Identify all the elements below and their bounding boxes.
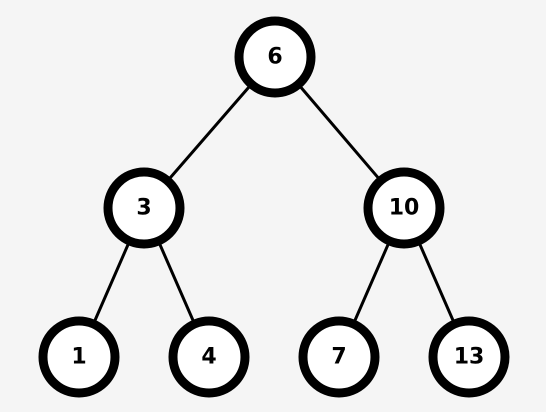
- node-circle: [298, 316, 380, 398]
- node-circle: [428, 316, 510, 398]
- node-label: 6: [267, 45, 282, 70]
- tree-node-3: 3: [103, 167, 185, 249]
- tree-node-10: 10: [363, 167, 445, 249]
- node-circle: [234, 16, 316, 98]
- node-circle: [38, 316, 120, 398]
- node-circle: [168, 316, 250, 398]
- node-label: 10: [389, 196, 420, 221]
- node-label: 3: [136, 196, 151, 221]
- tree-node-7: 7: [298, 316, 380, 398]
- tree-node-6: 6: [234, 16, 316, 98]
- node-circle: [103, 167, 185, 249]
- tree-node-1: 1: [38, 316, 120, 398]
- node-label: 4: [201, 345, 216, 370]
- node-circle: [363, 167, 445, 249]
- node-label: 13: [454, 345, 485, 370]
- tree-node-13: 13: [428, 316, 510, 398]
- node-label: 1: [71, 345, 86, 370]
- nodes-layer: 6 3 10 1 4 7 13: [38, 16, 510, 398]
- tree-node-4: 4: [168, 316, 250, 398]
- node-label: 7: [331, 345, 346, 370]
